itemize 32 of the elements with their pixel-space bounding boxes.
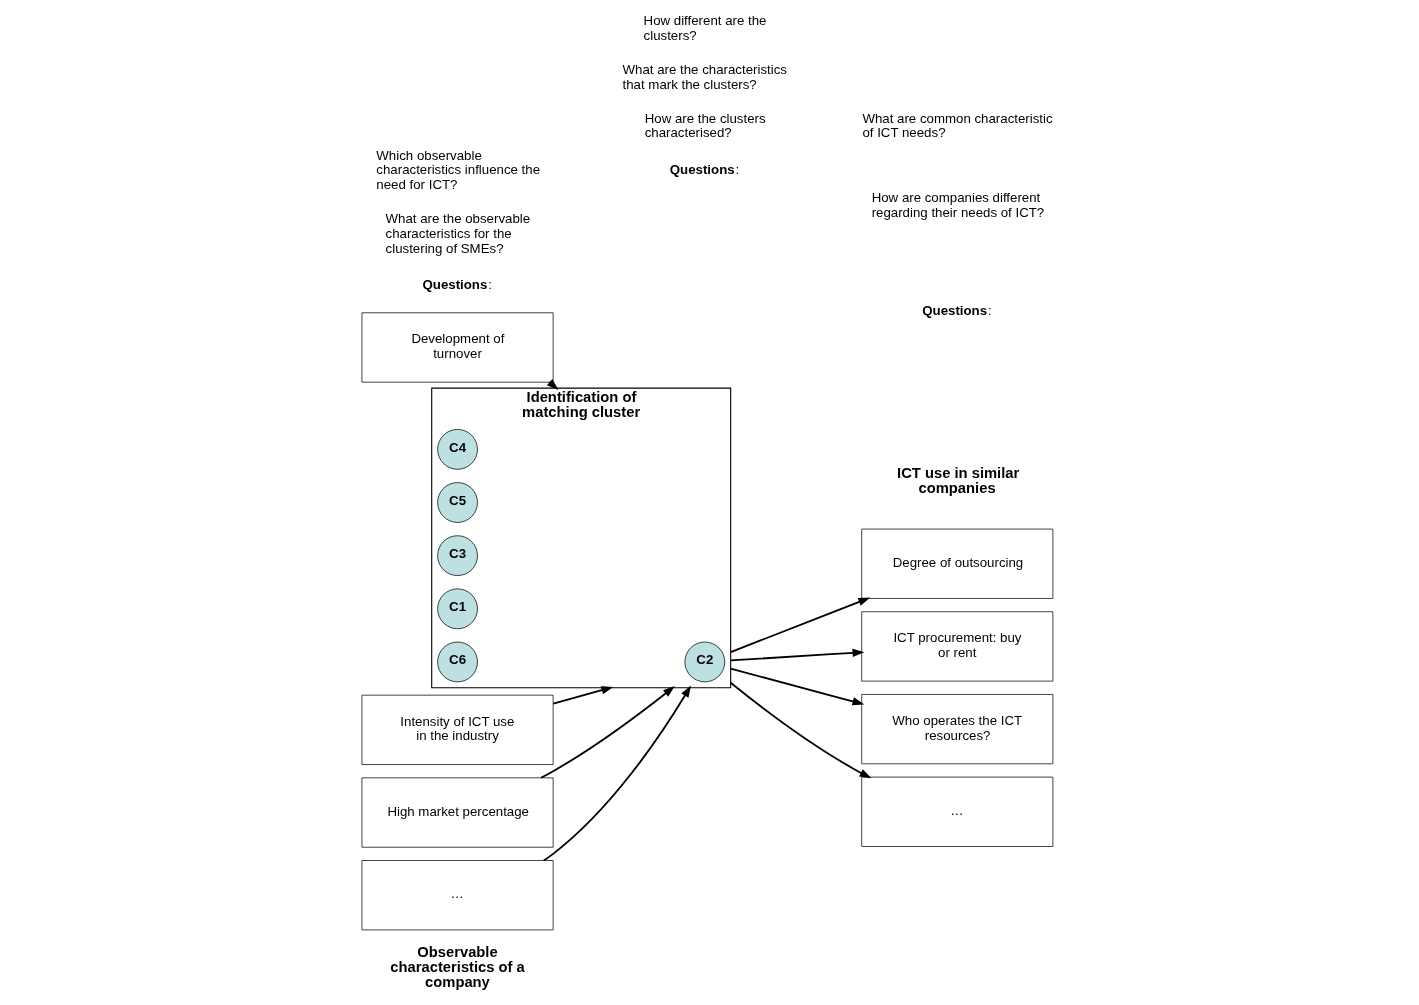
label: How different are the clusters?	[643, 13, 766, 43]
node-circle: C1	[436, 588, 478, 630]
node-circle: C2	[684, 641, 725, 683]
label: Observable characteristics of a company	[389, 944, 525, 990]
label: How are companies different regarding their needs of ICT?	[871, 190, 1044, 221]
node-box: Intensity of ICT use in the industry	[361, 694, 553, 765]
label: What are the characteristics that mark the clusters?	[622, 61, 787, 92]
node-circle: C5	[436, 482, 478, 523]
node-box: Degree of outsourcing	[860, 528, 1053, 599]
label: Which observable characteristics influence the need for ICT?	[375, 147, 540, 193]
label: Questions:	[669, 161, 739, 177]
arrow	[729, 667, 864, 706]
arrow	[729, 681, 871, 779]
node-circle: C6	[436, 641, 478, 683]
node-circle: C4	[436, 429, 478, 470]
node-box: High market percentage	[361, 777, 553, 848]
label: How are the clusters characterised?	[644, 110, 766, 141]
node-box: …	[860, 776, 1053, 847]
arrow	[542, 685, 691, 862]
label: What are the observable characteristics for the clustering of SMEs?	[385, 211, 530, 256]
label: Questions:	[921, 303, 992, 319]
node-box: ICT procurement: buy or rent	[860, 611, 1053, 682]
label: What are common characteristic of ICT needs?	[861, 110, 1053, 141]
arrow	[539, 686, 675, 779]
node-box: …	[361, 860, 553, 931]
node-circle: C3	[436, 535, 478, 576]
node-box: Who operates the ICT resources?	[860, 694, 1053, 765]
label: ICT use in similar companies	[896, 465, 1019, 496]
label: Questions:	[421, 276, 492, 292]
arrow	[551, 686, 613, 705]
arrow	[729, 648, 864, 662]
arrow	[729, 597, 870, 654]
